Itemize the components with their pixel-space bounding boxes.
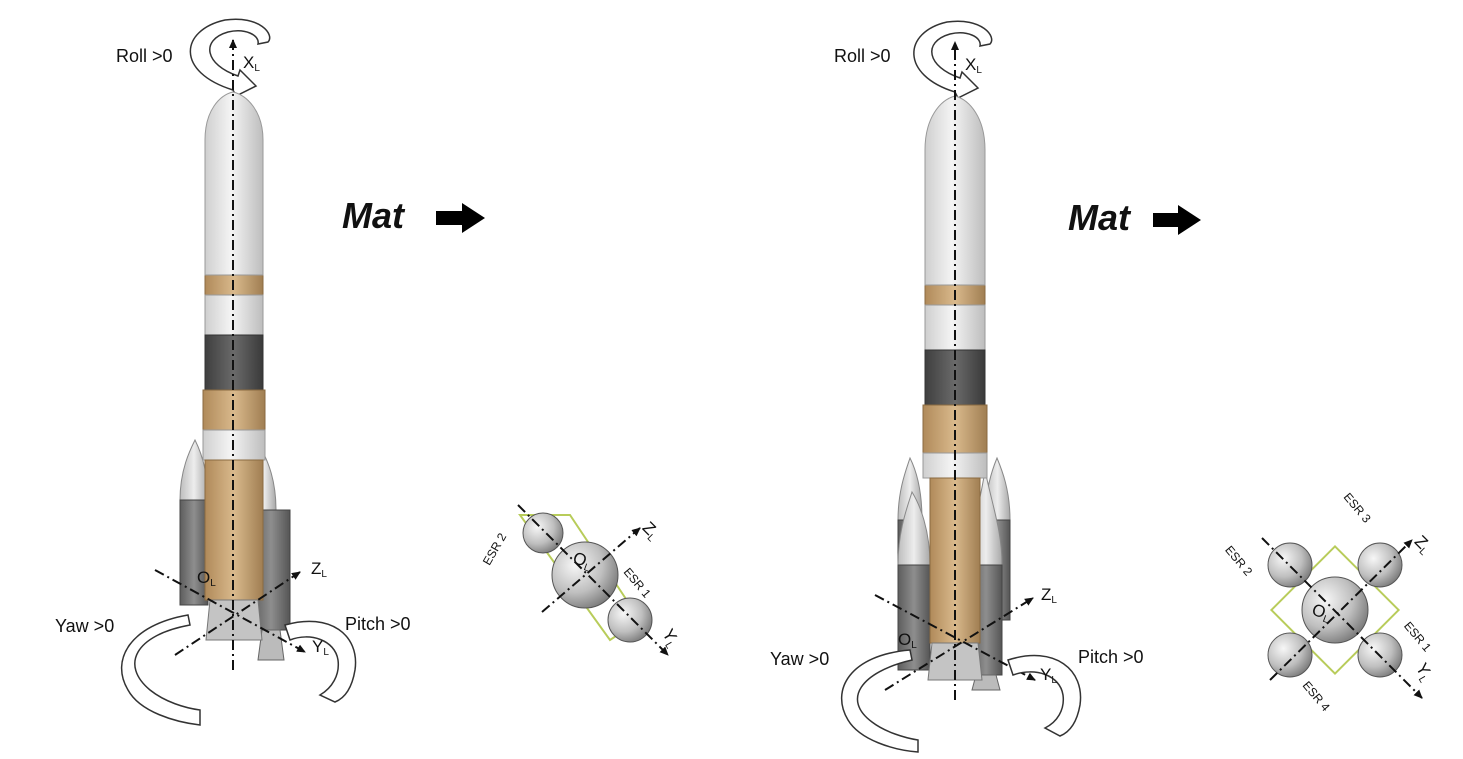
origin-top-label: OL (1309, 600, 1334, 626)
pitch-label: Pitch >0 (345, 614, 411, 634)
axis-y-top-label: YL (1410, 660, 1437, 686)
axis-z-label: ZL (311, 559, 327, 580)
yaw-arrow-icon (840, 649, 919, 753)
booster-left (179, 438, 209, 606)
esr-2-label: ESR 2 (1222, 543, 1255, 579)
axis-z-label: ZL (1041, 585, 1057, 606)
yaw-label: Yaw >0 (770, 649, 829, 669)
top-view-right: ESR 3 ESR 2 ESR 1 ESR 4 OL ZL YL (1222, 490, 1437, 714)
mat-label: Mat (342, 195, 406, 236)
roll-label: Roll >0 (834, 46, 891, 66)
mat-label: Mat (1068, 197, 1132, 238)
axes-left (154, 39, 306, 670)
axis-z-top-label: ZL (1409, 532, 1435, 558)
axis-y-label: YL (1040, 665, 1057, 686)
mat-arrow-icon (436, 203, 485, 233)
origin-top-label: OL (570, 548, 595, 574)
left-figure: Roll >0 Yaw >0 Pitch >0 XL ZL YL OL Mat … (55, 18, 680, 726)
mat-arrow-icon (1153, 205, 1201, 235)
origin-label: OL (197, 568, 216, 589)
esr-1-label: ESR 1 (621, 565, 654, 601)
top-view-left: ESR 2 ESR 1 OL ZL YL (480, 504, 680, 656)
origin-label: OL (898, 630, 917, 651)
axis-z-top-label: ZL (637, 518, 663, 544)
esr-4-label: ESR 4 (1300, 678, 1333, 714)
right-figure: Roll >0 Yaw >0 Pitch >0 XL ZL YL OL Mat … (770, 20, 1437, 753)
axis-x-label: XL (243, 53, 260, 74)
pitch-arrow-icon (1007, 654, 1082, 737)
pitch-arrow-icon (284, 620, 357, 703)
yaw-label: Yaw >0 (55, 616, 114, 636)
roll-label: Roll >0 (116, 46, 173, 66)
roll-arrow-icon (913, 20, 993, 100)
axis-y-label: YL (312, 637, 329, 658)
esr-3-label: ESR 3 (1341, 490, 1374, 526)
yaw-arrow-icon (120, 614, 201, 726)
axes-right (874, 41, 1036, 700)
axis-x-label: XL (965, 55, 982, 76)
pitch-label: Pitch >0 (1078, 647, 1144, 667)
esr-1-label: ESR 1 (1401, 619, 1434, 655)
esr-2-label: ESR 2 (480, 530, 510, 567)
roll-arrow-icon (189, 18, 271, 98)
